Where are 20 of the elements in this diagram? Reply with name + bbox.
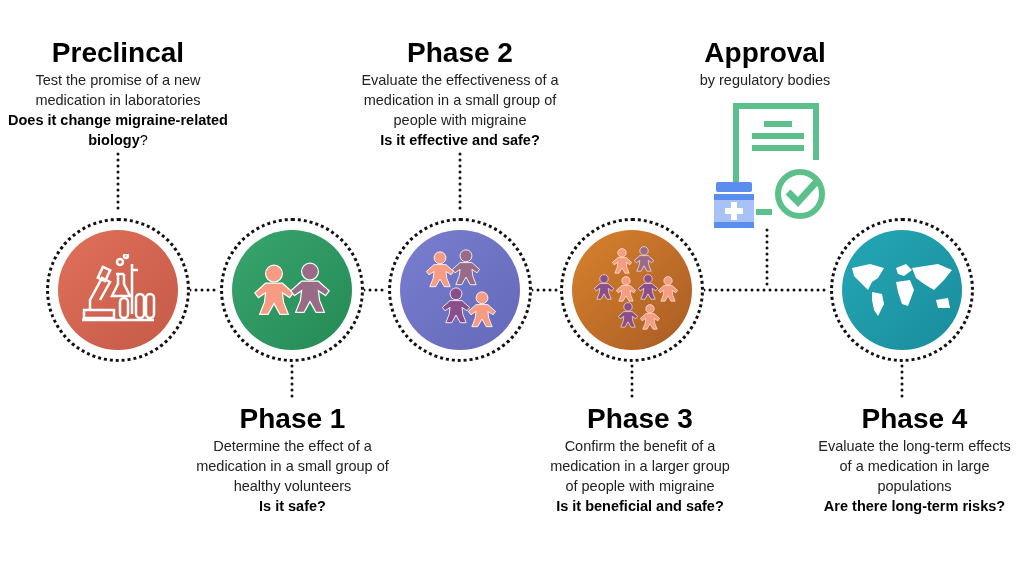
stage-heading: Approval bbox=[704, 36, 826, 70]
stage-heading: Phase 4 bbox=[861, 402, 968, 436]
stage-heading: Phase 2 bbox=[407, 36, 513, 70]
stage-heading: Phase 3 bbox=[587, 402, 693, 436]
stage-question: Are there long-term risks? bbox=[823, 497, 1006, 516]
stage-description: Evaluate the long-term effects of a medication in large populations bbox=[817, 437, 1012, 496]
stage-description: Test the promise of a new medication in laboratories bbox=[34, 71, 202, 110]
stage-question: Does it change migraine-related biology? bbox=[7, 111, 229, 150]
stage-description: by regulatory bodies bbox=[699, 71, 831, 90]
stage-heading: Preclincal bbox=[51, 36, 185, 70]
stage-question: Is it effective and safe? bbox=[380, 131, 540, 150]
stage-description: Confirm the benefit of a medication in a larger group of people with migraine bbox=[549, 437, 731, 496]
dotted-connector bbox=[630, 364, 634, 400]
stage-heading: Phase 1 bbox=[239, 402, 346, 436]
dotted-connector bbox=[290, 364, 294, 400]
stage-description: Evaluate the effectiveness of a medication in a small group of people with migraine bbox=[360, 71, 560, 130]
stage-description: Determine the effect of a medication in a small group of healthy volunteers bbox=[195, 437, 390, 496]
dotted-connector bbox=[900, 364, 904, 400]
stage-question: Is it beneficial and safe? bbox=[556, 497, 724, 516]
stage-question: Is it safe? bbox=[259, 497, 326, 516]
